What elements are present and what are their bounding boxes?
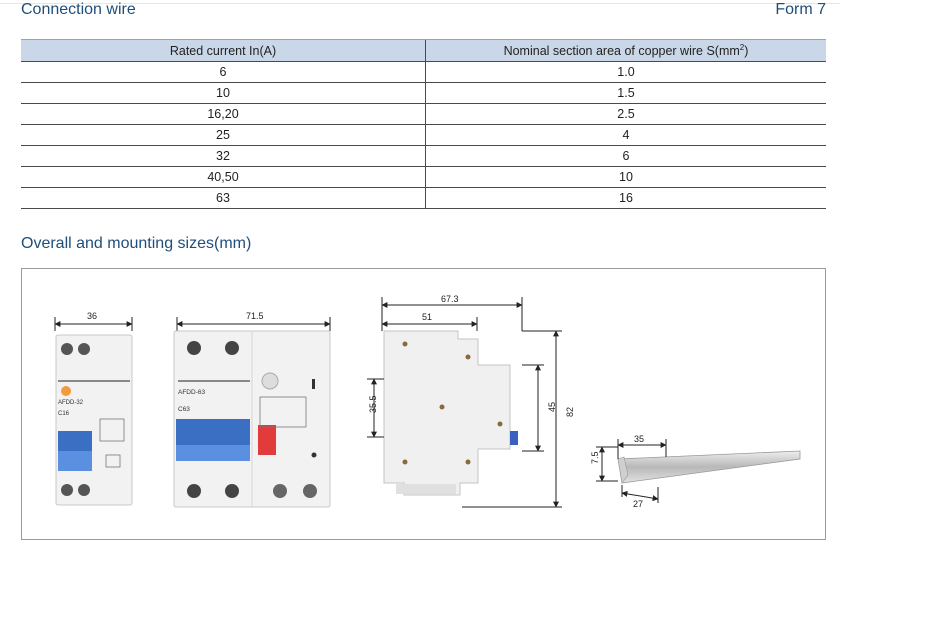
dim-label-71-5: 71.5 <box>246 311 264 321</box>
cell-current: 25 <box>21 124 426 146</box>
dim-label-67-3: 67.3 <box>441 294 459 304</box>
cell-area: 4 <box>425 124 826 146</box>
dim-label-45: 45 <box>547 402 557 412</box>
terminal-screw-icon <box>225 341 239 355</box>
dim-label-82: 82 <box>565 407 575 417</box>
cell-area: 16 <box>425 187 826 209</box>
device-afdd-63: 71.5 AFDD-63 C63 <box>173 311 331 508</box>
dim-label-35-rail: 35 <box>634 434 644 444</box>
side-body <box>383 330 511 496</box>
device-1-rating: C16 <box>58 411 70 417</box>
terminal-screw-icon <box>225 484 239 498</box>
header-rated-current: Rated current In(A) <box>21 39 426 62</box>
cell-area: 6 <box>425 145 826 167</box>
device-1-model: AFDD-32 <box>58 400 84 406</box>
dim-label-36: 36 <box>87 311 97 321</box>
terminal-screw-icon <box>61 484 73 496</box>
terminal-screw-icon <box>78 484 90 496</box>
terminal-screw-icon <box>273 484 287 498</box>
mounting-drawing: 36 AFDD-32 C16 71.5 <box>54 294 801 509</box>
cell-current: 40,50 <box>21 166 426 188</box>
test-button-red <box>258 425 276 455</box>
cell-area: 1.5 <box>425 82 826 104</box>
top-divider <box>0 3 840 4</box>
header-nominal-section-text: Nominal section area of copper wire S(mm <box>503 44 740 59</box>
cell-area: 1.0 <box>425 61 826 83</box>
section-title-connection-wire: Connection wire <box>21 1 136 18</box>
dim-label-7-5: 7.5 <box>590 451 600 464</box>
indicator-icon <box>261 372 279 390</box>
header-nominal-section-end: ) <box>744 44 749 59</box>
side-clip <box>510 431 518 445</box>
dim-line-27 <box>621 490 659 502</box>
section-title-mounting-sizes: Overall and mounting sizes(mm) <box>21 235 252 252</box>
dim-label-27: 27 <box>633 499 643 509</box>
form-label: Form 7 <box>775 1 826 18</box>
terminal-screw-icon <box>187 484 201 498</box>
mounting-figure: 36 AFDD-32 C16 71.5 <box>21 268 826 540</box>
header-superscript: 2 <box>739 42 745 52</box>
device-afdd-32: 36 AFDD-32 C16 <box>54 311 133 506</box>
cell-current: 63 <box>21 187 426 209</box>
terminal-screw-icon <box>78 343 90 355</box>
device-2-model: AFDD-63 <box>178 389 205 396</box>
cell-current: 16,20 <box>21 103 426 125</box>
dim-label-51: 51 <box>422 312 432 322</box>
din-rail: 35 7.5 27 <box>590 434 801 509</box>
dim-label-35-5: 35.5 <box>368 395 378 413</box>
cell-current: 6 <box>21 61 426 83</box>
cell-current: 10 <box>21 82 426 104</box>
device-2-rating: C63 <box>178 406 190 413</box>
cell-area: 10 <box>425 166 826 188</box>
terminal-screw-icon <box>187 341 201 355</box>
connection-wire-table: Rated current In(A) Nominal section area… <box>21 39 826 209</box>
rail-body <box>617 450 801 484</box>
brand-logo-icon <box>61 386 71 396</box>
terminal-screw-icon <box>61 343 73 355</box>
header-nominal-section: Nominal section area of copper wire S(mm… <box>425 39 826 62</box>
device-1-body <box>55 334 133 506</box>
device-side-view: 67.3 51 35.5 45 82 <box>367 294 575 508</box>
cell-current: 32 <box>21 145 426 167</box>
cell-area: 2.5 <box>425 103 826 125</box>
terminal-screw-icon <box>303 484 317 498</box>
table-header-row: Rated current In(A) Nominal section area… <box>21 39 826 62</box>
